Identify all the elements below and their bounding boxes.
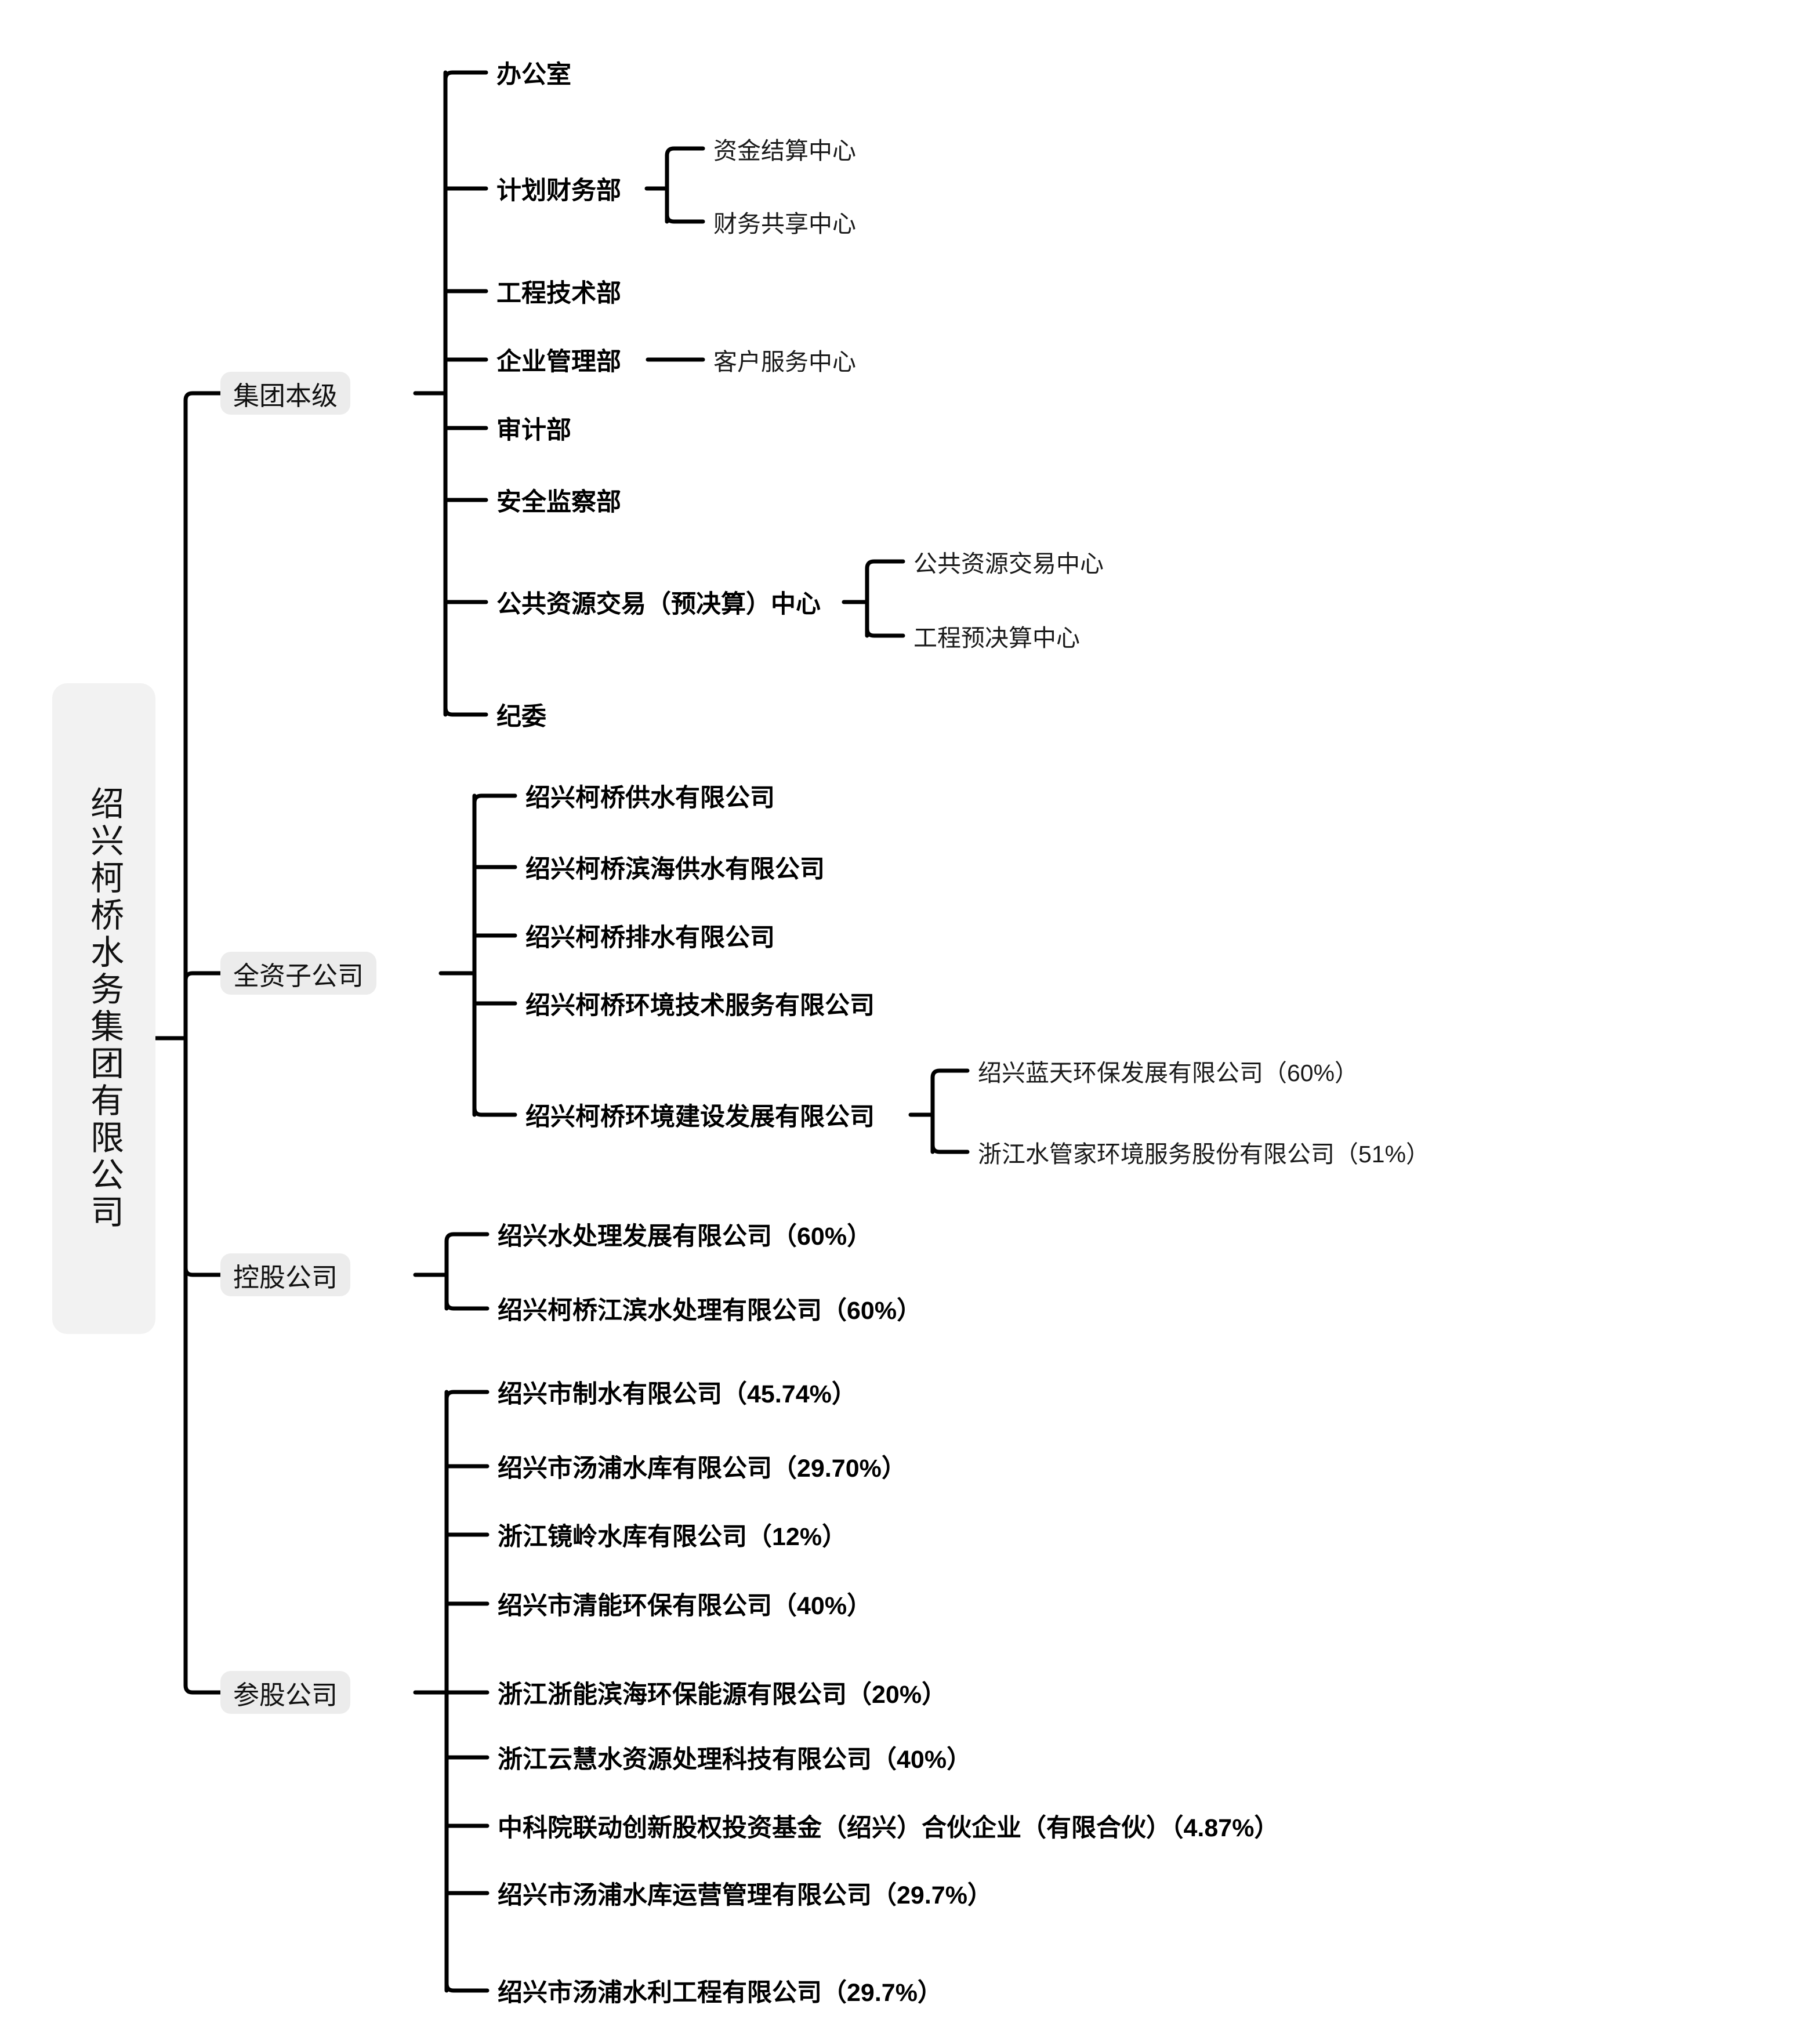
cat1-tick-4 — [472, 1105, 517, 1117]
category-label: 控股公司 — [233, 1262, 338, 1292]
cat0-tick-0 — [443, 70, 488, 82]
subsidiary-node-keqiao-water-supply[interactable]: 绍兴柯桥供水有限公司 — [525, 784, 775, 812]
pub-tick-0 — [865, 559, 905, 571]
category-node-group-level[interactable]: 集团本级 — [220, 372, 351, 415]
dept-node-safety-supervision[interactable]: 安全监察部 — [496, 488, 621, 516]
category-node-holding[interactable]: 控股公司 — [220, 1253, 351, 1296]
equity-node-tangpu-reservoir[interactable]: 绍兴市汤浦水库有限公司（29.70%） — [498, 1455, 907, 1482]
category-node-wholly-owned[interactable]: 全资子公司 — [220, 952, 377, 995]
root-node-label: 绍兴柯桥水务集团有限公司 — [85, 786, 124, 1231]
dept-node-public-resource-trading-center[interactable]: 公共资源交易（预决算）中心 — [496, 590, 821, 618]
cat1-tick-0 — [472, 793, 517, 805]
category-label: 集团本级 — [233, 380, 338, 411]
trunk-to-cat-2 — [183, 1036, 223, 1277]
category-label: 全资子公司 — [233, 960, 364, 991]
trunk-to-cat-3 — [183, 1036, 223, 1695]
cat3-tick-0 — [444, 1390, 490, 1401]
trunk-to-cat-1 — [183, 971, 223, 1041]
subsidiary-node-keqiao-env-construction-dev[interactable]: 绍兴柯桥环境建设发展有限公司 — [525, 1103, 875, 1131]
holding-node-keqiao-jiangbin-water-treatment[interactable]: 绍兴柯桥江滨水处理有限公司（60%） — [498, 1297, 922, 1325]
subdept-node-public-resource-trading[interactable]: 公共资源交易中心 — [913, 550, 1104, 577]
dept-node-office[interactable]: 办公室 — [496, 61, 571, 89]
category-node-equity[interactable]: 参股公司 — [220, 1671, 351, 1714]
subsubsidiary-node-shuiguanjia-env-service[interactable]: 浙江水管家环境服务股份有限公司（51%） — [978, 1141, 1430, 1168]
subsidiary-node-keqiao-drainage[interactable]: 绍兴柯桥排水有限公司 — [525, 924, 775, 952]
pub-tick-1 — [865, 626, 905, 638]
dept-node-enterprise-management[interactable]: 企业管理部 — [496, 348, 621, 376]
subsidiary-node-keqiao-env-tech-service[interactable]: 绍兴柯桥环境技术服务有限公司 — [525, 992, 875, 1020]
subdept-node-finance-shared-center[interactable]: 财务共享中心 — [713, 211, 856, 237]
dept-node-engineering-tech[interactable]: 工程技术部 — [496, 280, 621, 307]
equity-node-yunhui-water-resource-tech[interactable]: 浙江云慧水资源处理科技有限公司（40%） — [498, 1746, 972, 1774]
category-label: 参股公司 — [233, 1680, 338, 1710]
dept-node-finance[interactable]: 计划财务部 — [496, 177, 621, 205]
equity-node-qingneng-env-protection[interactable]: 绍兴市清能环保有限公司（40%） — [498, 1592, 872, 1620]
equity-node-jingling-reservoir[interactable]: 浙江镜岭水库有限公司（12%） — [498, 1523, 847, 1551]
holding-node-shaoxing-water-treatment-dev[interactable]: 绍兴水处理发展有限公司（60%） — [498, 1223, 872, 1250]
fin-tick-0 — [665, 146, 705, 158]
cat0-tick-7 — [443, 705, 488, 717]
dept-node-audit[interactable]: 审计部 — [496, 416, 571, 444]
trunk-to-cat-0 — [183, 391, 223, 1041]
subdept-node-engineering-budget-center[interactable]: 工程预决算中心 — [913, 625, 1080, 651]
equity-node-tangpu-reservoir-operation-mgmt[interactable]: 绍兴市汤浦水库运营管理有限公司（29.7%） — [498, 1882, 992, 1909]
equity-node-shaoxing-water-production[interactable]: 绍兴市制水有限公司（45.74%） — [498, 1380, 857, 1408]
equity-node-cas-innovation-equity-fund[interactable]: 中科院联动创新股权投资基金（绍兴）合伙企业（有限合伙）（4.87%） — [498, 1814, 1279, 1842]
subsubsidiary-node-lantian-env-protection[interactable]: 绍兴蓝天环保发展有限公司（60%） — [978, 1060, 1359, 1086]
cat2-tick-1 — [444, 1299, 490, 1311]
cat3-tick-8 — [444, 1981, 490, 1993]
fin-tick-1 — [665, 212, 705, 224]
dept-node-discipline-committee[interactable]: 纪委 — [496, 703, 546, 731]
envdev-tick-0 — [930, 1068, 970, 1080]
subdept-node-fund-settlement-center[interactable]: 资金结算中心 — [713, 137, 856, 164]
equity-node-tangpu-water-conservancy-eng[interactable]: 绍兴市汤浦水利工程有限公司（29.7%） — [498, 1979, 942, 2007]
subdept-node-customer-service-center[interactable]: 客户服务中心 — [713, 349, 856, 375]
equity-node-zheneng-binhai-env-energy[interactable]: 浙江浙能滨海环保能源有限公司（20%） — [498, 1681, 947, 1709]
subsidiary-node-keqiao-binhai-water-supply[interactable]: 绍兴柯桥滨海供水有限公司 — [525, 855, 825, 883]
envdev-tick-1 — [930, 1143, 970, 1154]
root-node[interactable]: 绍兴柯桥水务集团有限公司 — [52, 683, 155, 1334]
cat2-tick-0 — [444, 1232, 490, 1244]
